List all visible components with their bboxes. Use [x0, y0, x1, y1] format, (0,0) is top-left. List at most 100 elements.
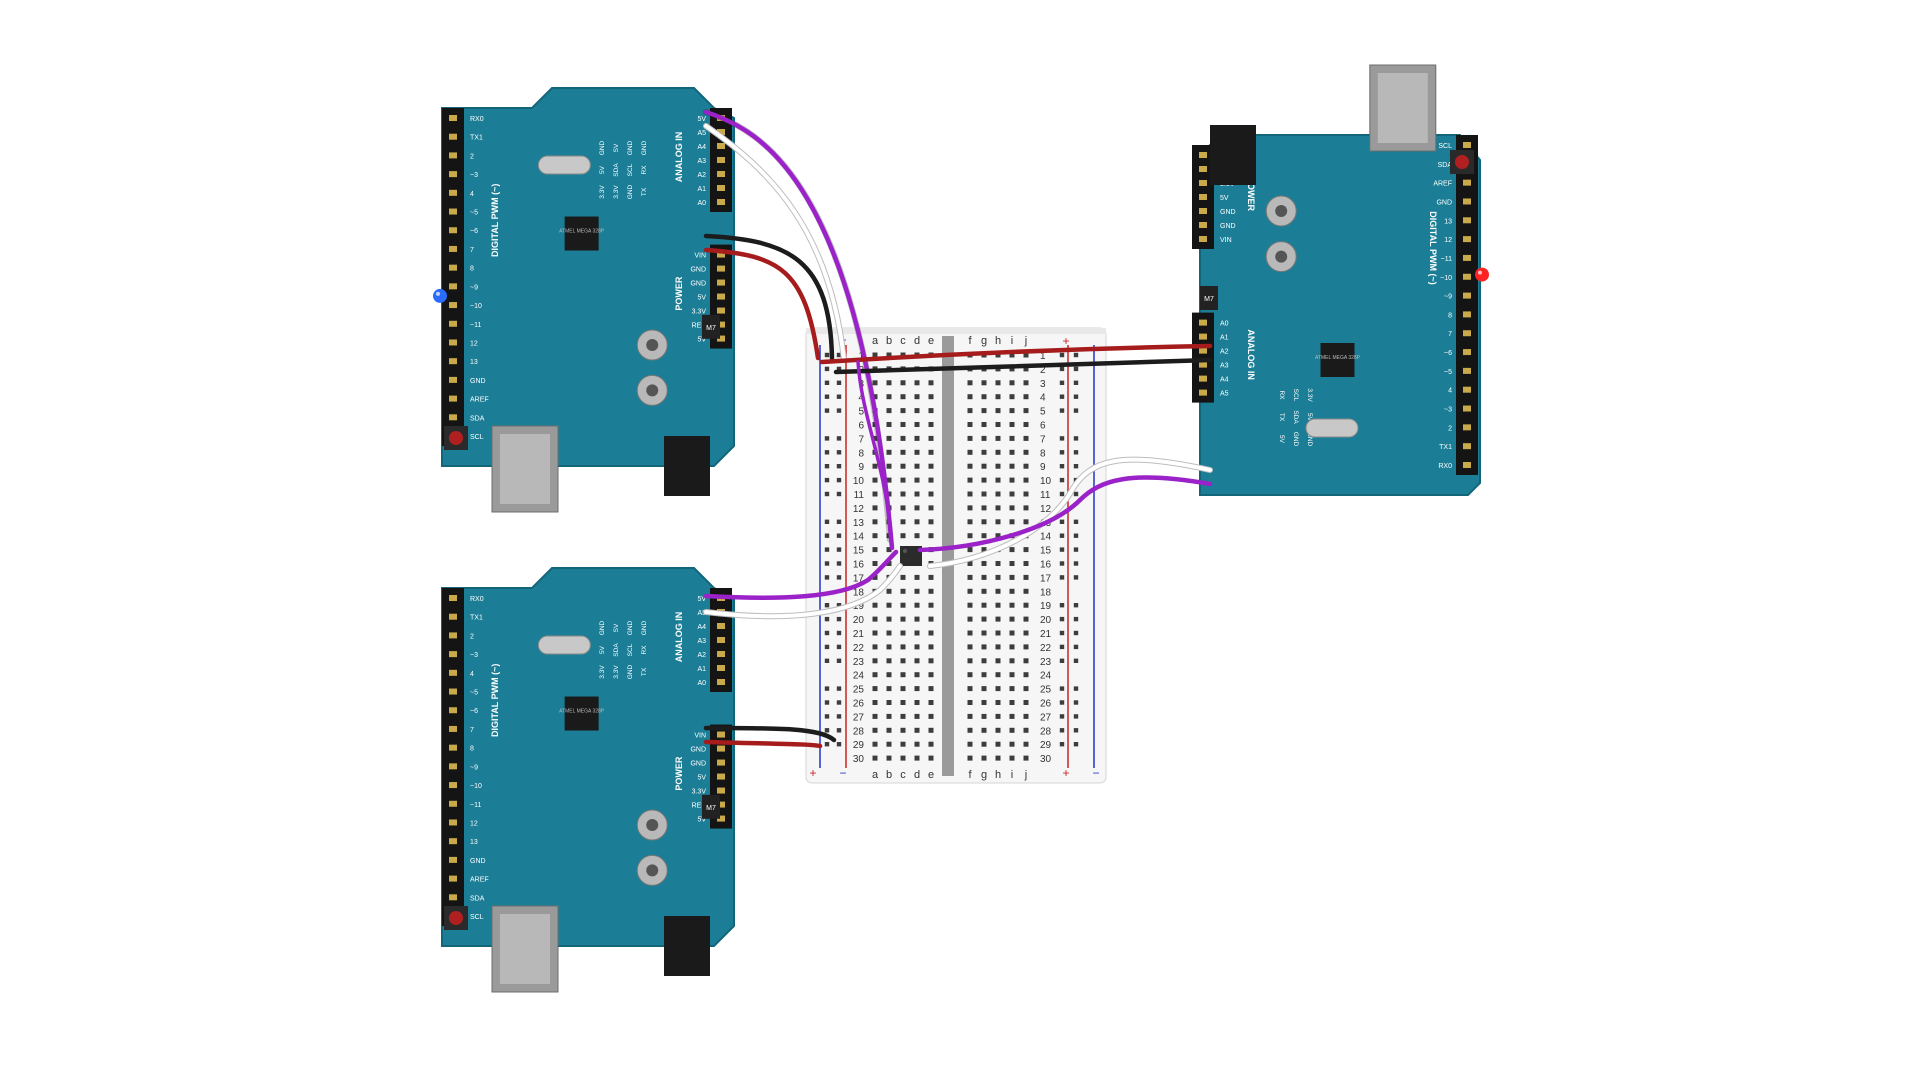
- header-pin: [449, 875, 457, 882]
- header-pin: [449, 395, 457, 402]
- breadboard-hole: [995, 658, 1001, 664]
- crystal: [1305, 418, 1359, 438]
- breadboard-hole: [1009, 672, 1015, 678]
- breadboard-hole: [928, 644, 934, 650]
- row-number-right: 16: [1040, 560, 1052, 571]
- breadboard-hole: [1009, 713, 1015, 719]
- breadboard-hole: [900, 727, 906, 733]
- rail-hole: [836, 394, 842, 399]
- breadboard-hole: [900, 658, 906, 664]
- breadboard-hole: [1023, 380, 1029, 386]
- power-jack: [664, 436, 710, 496]
- breadboard-hole: [981, 727, 987, 733]
- row-number-left: 7: [858, 434, 864, 445]
- breadboard-hole: [1009, 422, 1015, 427]
- wire-bl-gnd-black: [703, 725, 837, 743]
- breadboard-hole: [900, 477, 906, 483]
- breadboard-hole: [967, 394, 973, 400]
- analog-pin-label: A0: [697, 200, 706, 207]
- breadboard-ic-notch: [903, 549, 907, 553]
- breadboard-hole: [914, 422, 920, 427]
- header-pin: [1463, 462, 1471, 468]
- digital-pin-label: ~11: [470, 322, 481, 329]
- breadboard-hole: [967, 380, 973, 386]
- breadboard-hole: [995, 713, 1001, 719]
- row-number-left: 13: [853, 518, 865, 529]
- header-pin: [717, 265, 725, 272]
- header-pin: [449, 302, 457, 309]
- breadboard-hole: [900, 588, 906, 594]
- breadboard-hole: [886, 463, 892, 469]
- breadboard-hole: [995, 422, 1001, 427]
- header-pin: [449, 819, 457, 826]
- breadboard-hole: [872, 700, 878, 705]
- reset-button-cap[interactable]: [449, 431, 463, 445]
- rail-hole: [1073, 561, 1079, 566]
- icsp-label: TX: [1278, 413, 1285, 422]
- rail-right-plus-top: +: [1062, 334, 1069, 348]
- rail-hole: [824, 450, 830, 455]
- breadboard-hole: [872, 435, 878, 441]
- rail-hole: [836, 575, 842, 580]
- power-pin-label: GND: [690, 761, 706, 768]
- breadboard-hole: [1009, 505, 1015, 511]
- reset-button-cap[interactable]: [449, 911, 463, 925]
- rail-hole: [824, 394, 830, 399]
- breadboard-hole: [928, 463, 934, 469]
- power-header-title: POWER: [674, 756, 684, 791]
- breadboard-hole: [1009, 352, 1015, 358]
- breadboard-hole: [1009, 435, 1015, 441]
- breadboard-hole: [995, 741, 1001, 747]
- row-number-right: 30: [1040, 754, 1052, 765]
- rail-left-minus-bottom: −: [839, 766, 846, 780]
- header-pin: [717, 815, 725, 822]
- breadboard-hole: [1009, 449, 1015, 455]
- voltage-regulator: [702, 794, 720, 819]
- icsp-label: GND: [1292, 432, 1299, 447]
- rail-hole: [836, 700, 842, 705]
- rail-hole: [1073, 644, 1079, 650]
- icsp-label: TX: [641, 187, 648, 196]
- breadboard-hole: [967, 435, 973, 441]
- breadboard-hole: [900, 602, 906, 608]
- breadboard-hole: [886, 422, 892, 427]
- breadboard-hole: [995, 672, 1001, 678]
- arduino-board-top-left: RX0TX12~34~5~678~9~10~111213GNDAREFSDASC…: [433, 87, 735, 513]
- rail-hole: [1073, 394, 1079, 399]
- breadboard-hole: [967, 644, 973, 650]
- header-pin: [1463, 217, 1471, 224]
- rail-hole: [836, 408, 842, 413]
- breadboard-hole: [872, 658, 878, 664]
- usb-connector-face: [1377, 73, 1428, 143]
- breadboard-hole: [928, 658, 934, 664]
- header-pin: [449, 283, 457, 290]
- breadboard-hole: [914, 477, 920, 483]
- digital-pin-label: SDA: [470, 415, 485, 422]
- breadboard-hole: [1009, 408, 1015, 414]
- row-number-left: 29: [853, 740, 865, 751]
- reset-button-cap[interactable]: [1455, 155, 1469, 169]
- breadboard-hole: [981, 463, 987, 469]
- header-pin: [717, 335, 725, 342]
- icsp-label: RX: [641, 645, 648, 655]
- breadboard-hole: [995, 727, 1001, 733]
- breadboard-hole: [914, 686, 920, 692]
- header-pin: [1199, 208, 1207, 214]
- analog-pin-label: A0: [1220, 321, 1229, 328]
- capacitor-top: [1275, 205, 1288, 217]
- rail-hole: [824, 603, 830, 608]
- analog-pin-label: A5: [697, 610, 706, 617]
- breadboard-hole: [995, 574, 1001, 580]
- rail-hole: [836, 603, 842, 608]
- breadboard-hole: [886, 352, 892, 358]
- breadboard-hole: [872, 505, 878, 511]
- breadboard-hole: [914, 463, 920, 469]
- breadboard-hole: [1009, 477, 1015, 483]
- header-pin: [449, 358, 457, 365]
- rail-hole: [824, 616, 830, 622]
- header-pin: [1463, 236, 1471, 243]
- header-pin: [717, 157, 725, 163]
- breadboard-hole: [995, 700, 1001, 705]
- breadboard-hole: [900, 700, 906, 705]
- breadboard-hole: [928, 588, 934, 594]
